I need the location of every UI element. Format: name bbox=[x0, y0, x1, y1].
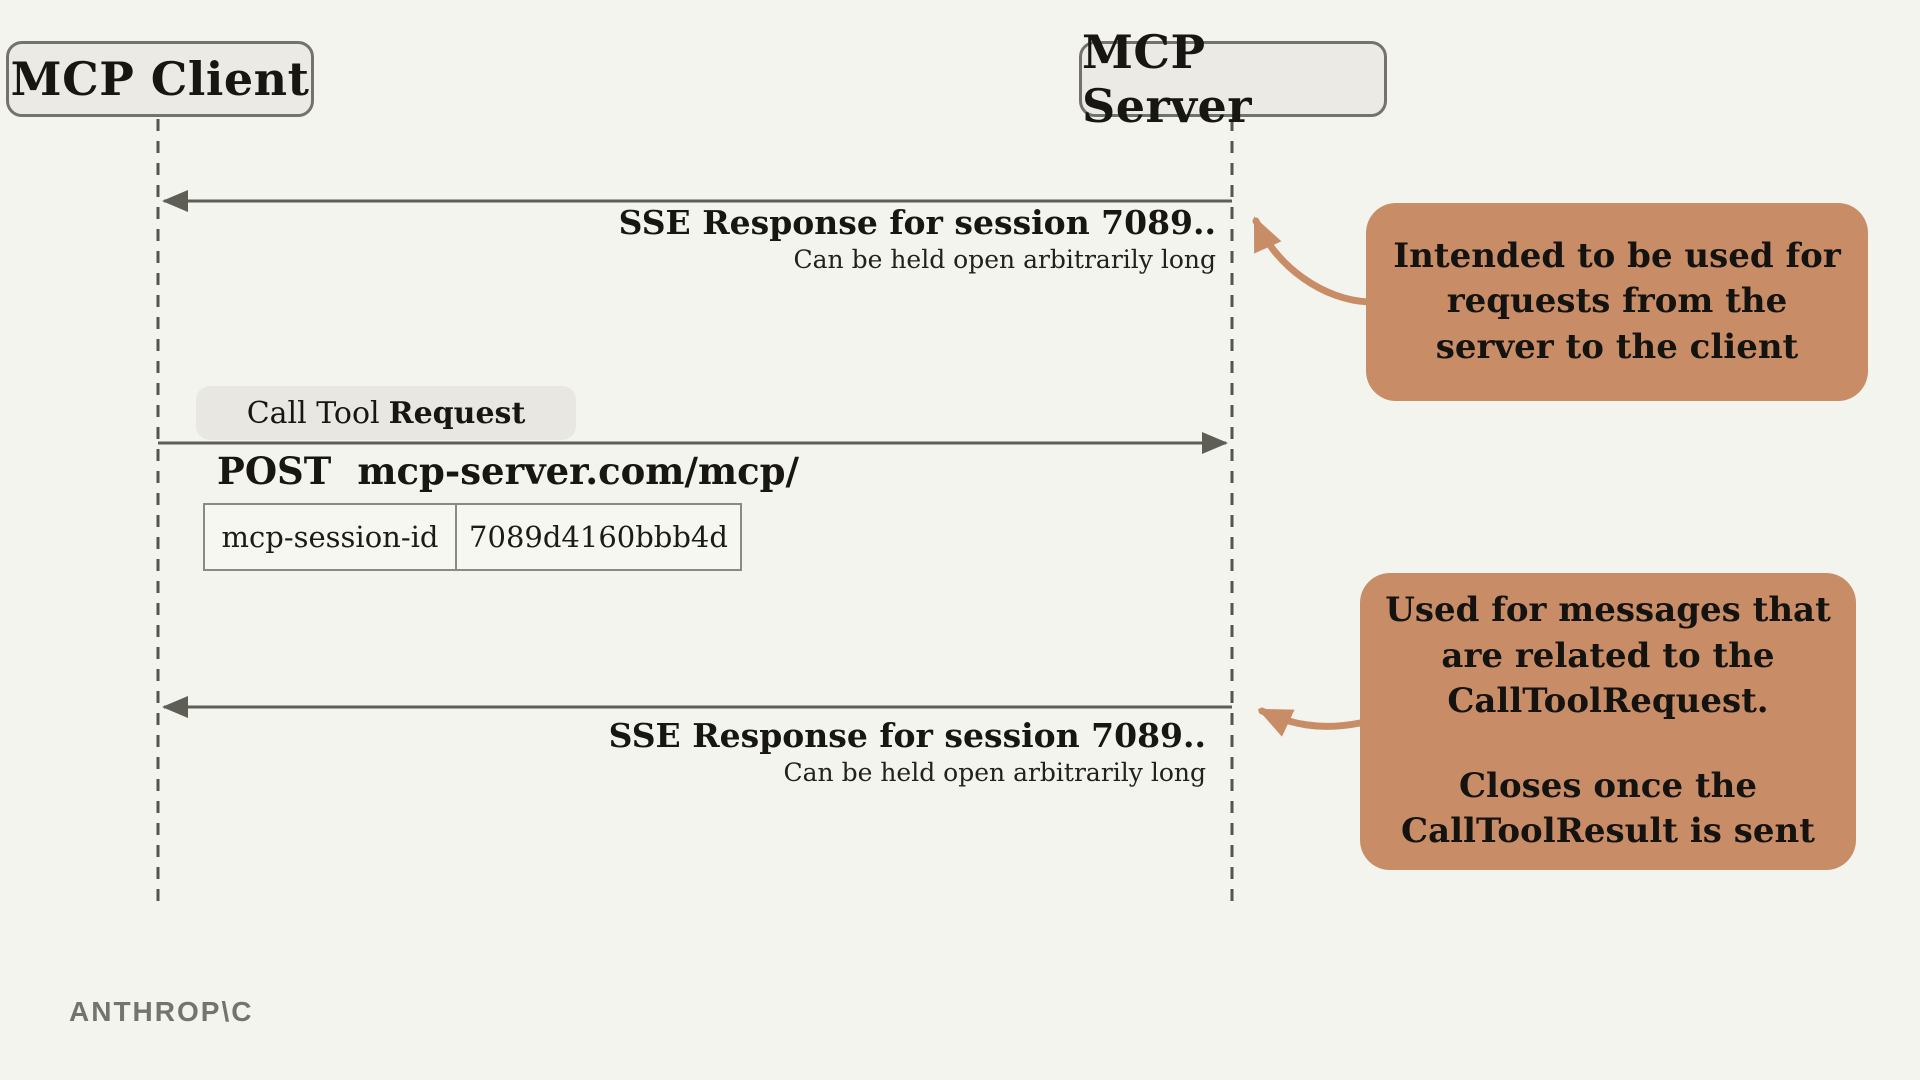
callout-bottom-text-2: Closes once the CallToolResult is sent bbox=[1401, 766, 1815, 852]
sse-bottom-label-group: SSE Response for session 7089.. Can be h… bbox=[586, 716, 1207, 788]
sse-top-label: SSE Response for session 7089.. bbox=[618, 203, 1216, 242]
call-tool-pill-prefix: Call Tool bbox=[246, 395, 380, 431]
callout-bottom-pointer-arrow bbox=[1257, 707, 1364, 737]
actor-mcp-client-label: MCP Client bbox=[10, 52, 310, 106]
call-tool-request-pill: Call Tool Request bbox=[196, 386, 576, 440]
sse-top-note: Can be held open arbitrarily long bbox=[793, 245, 1217, 275]
sse-bottom-label: SSE Response for session 7089.. bbox=[608, 716, 1206, 755]
callout-top-text: Intended to be used for requests from th… bbox=[1393, 236, 1841, 367]
request-url: mcp-server.com/mcp/ bbox=[357, 449, 800, 493]
call-tool-pill-bold: Request bbox=[388, 395, 526, 431]
actor-mcp-server: MCP Server bbox=[1079, 25, 1387, 133]
sse-bottom-note: Can be held open arbitrarily long bbox=[783, 758, 1207, 788]
callout-calltool-messages: Used for messages that are related to th… bbox=[1360, 573, 1856, 870]
callout-server-to-client: Intended to be used for requests from th… bbox=[1366, 203, 1868, 401]
http-method: POST bbox=[217, 449, 332, 493]
actor-mcp-client: MCP Client bbox=[6, 41, 314, 117]
session-header-table: mcp-session-id 7089d4160bbb4d bbox=[203, 503, 742, 571]
post-request-line: POST mcp-server.com/mcp/ bbox=[217, 449, 799, 493]
callout-top-pointer-arrow bbox=[1252, 216, 1373, 306]
sse-top-label-group: SSE Response for session 7089.. Can be h… bbox=[596, 203, 1217, 275]
callout-bottom-text-1: Used for messages that are related to th… bbox=[1385, 590, 1831, 721]
actor-mcp-server-label: MCP Server bbox=[1082, 25, 1252, 133]
header-key-cell: mcp-session-id bbox=[205, 505, 457, 569]
header-value-cell: 7089d4160bbb4d bbox=[469, 520, 728, 554]
anthropic-wordmark: ANTHROP\C bbox=[69, 996, 254, 1027]
